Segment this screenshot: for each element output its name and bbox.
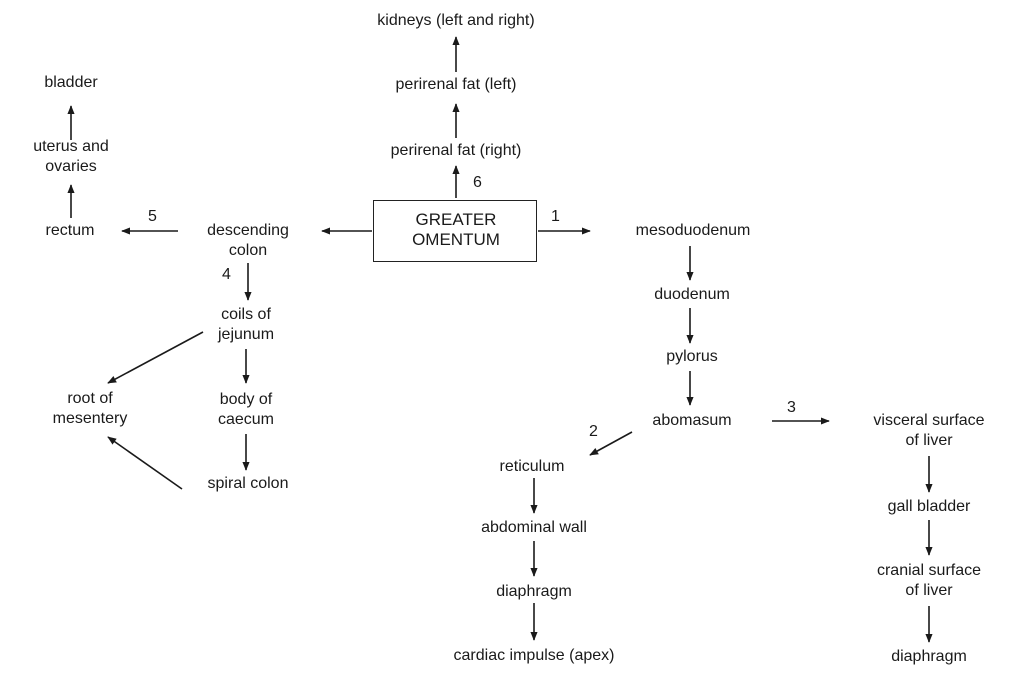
node-pylorus: pylorus bbox=[666, 348, 718, 365]
node-mesentery-line1: root of bbox=[67, 390, 113, 407]
node-kidneys: kidneys (left and right) bbox=[377, 12, 535, 29]
node-root-of-mesentery: root of mesentery bbox=[53, 389, 128, 429]
node-gall-bladder: gall bladder bbox=[887, 498, 971, 515]
greater-omentum-box: GREATER OMENTUM bbox=[373, 200, 537, 262]
node-perirenal-fat-right: perirenal fat (right) bbox=[390, 142, 522, 159]
node-diaphragm-mid: diaphragm bbox=[496, 583, 572, 600]
step-number-5: 5 bbox=[148, 208, 157, 225]
arrow-abomasum-to-reticulum bbox=[589, 431, 633, 456]
node-duodenum: duodenum bbox=[654, 286, 730, 303]
greater-omentum-label: GREATER OMENTUM bbox=[412, 210, 500, 250]
node-visceral-line2: of liver bbox=[905, 432, 953, 449]
node-caecum-line1: body of bbox=[219, 391, 273, 408]
node-abdominal-wall: abdominal wall bbox=[481, 519, 587, 536]
node-diaphragm-right: diaphragm bbox=[891, 648, 967, 665]
node-abomasum: abomasum bbox=[652, 412, 732, 429]
node-uterus-and-ovaries: uterus and ovaries bbox=[33, 137, 109, 177]
node-perirenal-fat-left: perirenal fat (left) bbox=[395, 76, 517, 93]
greater-omentum-line2: OMENTUM bbox=[412, 230, 500, 249]
node-descending-colon: descending colon bbox=[207, 221, 289, 261]
node-uterus-line1: uterus and bbox=[33, 138, 109, 155]
node-cranial-line2: of liver bbox=[905, 582, 953, 599]
node-cardiac-impulse: cardiac impulse (apex) bbox=[453, 647, 615, 664]
step-number-2: 2 bbox=[589, 423, 598, 440]
arrow-spiral-colon-to-mesentery bbox=[107, 436, 183, 490]
node-mesoduodenum: mesoduodenum bbox=[635, 222, 751, 239]
node-body-of-caecum: body of caecum bbox=[218, 390, 274, 430]
node-visceral-surface-of-liver: visceral surface of liver bbox=[873, 411, 984, 451]
node-uterus-line2: ovaries bbox=[45, 158, 97, 175]
node-jejunum-line1: coils of bbox=[221, 306, 271, 323]
node-cranial-line1: cranial surface bbox=[876, 562, 982, 579]
node-descending-line1: descending bbox=[207, 222, 289, 239]
arrow-jejunum-to-mesentery bbox=[107, 331, 204, 384]
step-number-6: 6 bbox=[473, 174, 482, 191]
step-number-1: 1 bbox=[551, 208, 560, 225]
step-number-3: 3 bbox=[787, 399, 796, 416]
node-descending-line2: colon bbox=[228, 242, 268, 259]
node-caecum-line2: caecum bbox=[217, 411, 275, 428]
node-coils-of-jejunum: coils of jejunum bbox=[218, 305, 274, 345]
node-cranial-surface-of-liver: cranial surface of liver bbox=[877, 561, 981, 601]
node-reticulum: reticulum bbox=[499, 458, 565, 475]
node-mesentery-line2: mesentery bbox=[52, 410, 128, 427]
node-jejunum-line2: jejunum bbox=[217, 326, 275, 343]
greater-omentum-line1: GREATER bbox=[415, 210, 497, 229]
node-bladder: bladder bbox=[44, 74, 98, 91]
node-visceral-line1: visceral surface bbox=[873, 412, 985, 429]
node-spiral-colon: spiral colon bbox=[207, 475, 289, 492]
step-number-4: 4 bbox=[222, 266, 231, 283]
node-rectum: rectum bbox=[45, 222, 95, 239]
